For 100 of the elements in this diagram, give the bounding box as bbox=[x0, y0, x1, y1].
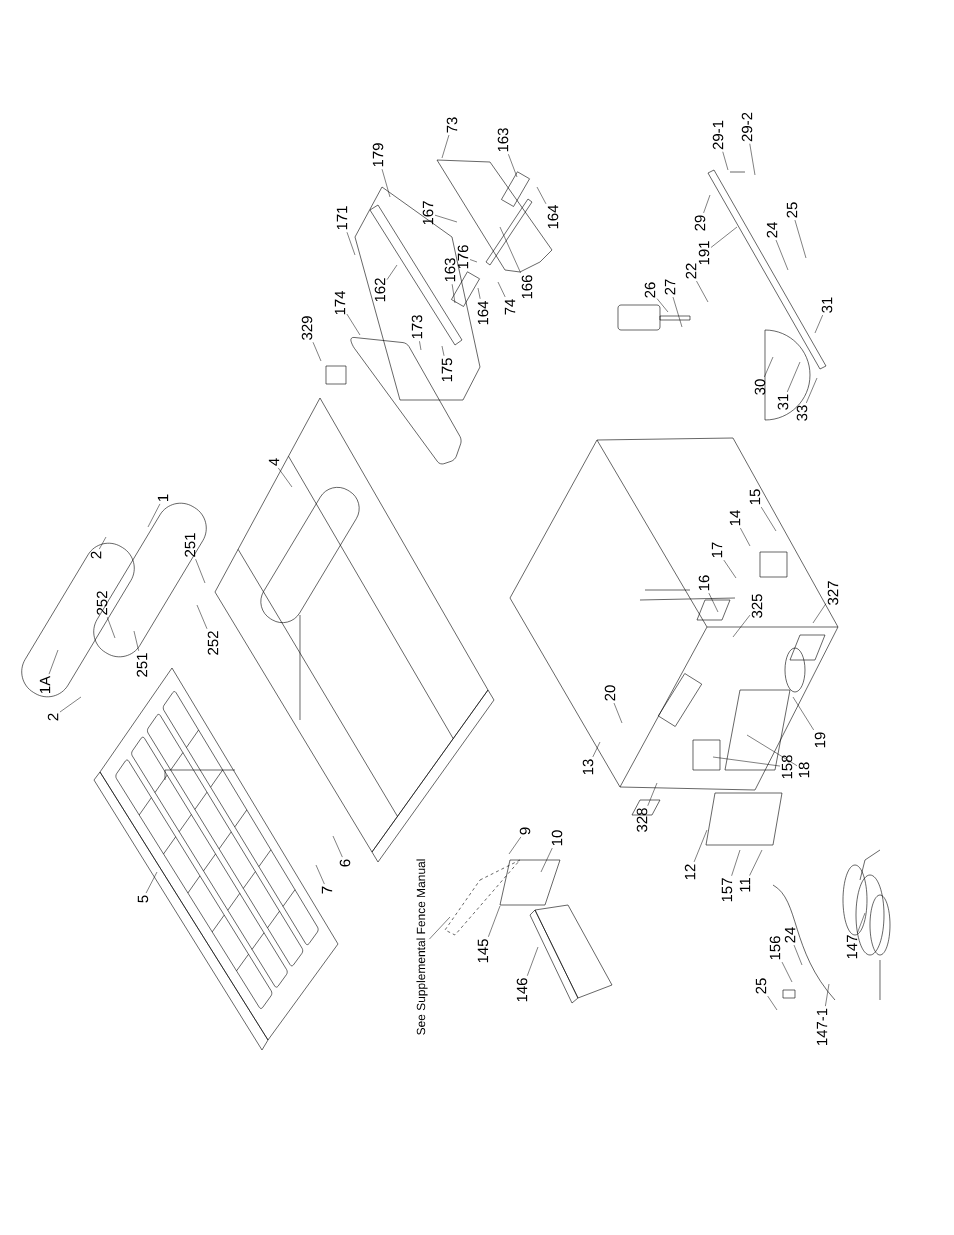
leader-line bbox=[346, 313, 361, 336]
callout-number: 325 bbox=[751, 594, 763, 618]
callout-number: 157 bbox=[721, 878, 733, 902]
callout-number: 6 bbox=[339, 859, 351, 867]
leader-line bbox=[760, 506, 777, 532]
leader-line bbox=[814, 314, 823, 334]
callout-number: 12 bbox=[684, 864, 696, 880]
leader-line bbox=[857, 912, 866, 934]
leader-line bbox=[731, 849, 741, 877]
leader-line bbox=[647, 782, 658, 807]
callout-number: 164 bbox=[547, 205, 559, 229]
leader-line bbox=[133, 630, 139, 652]
callout-number: 1A bbox=[39, 675, 51, 693]
callout-number: 2 bbox=[90, 551, 102, 559]
callout-number: 9 bbox=[519, 827, 531, 835]
callout-number: 147 bbox=[846, 935, 858, 959]
leader-line bbox=[722, 151, 729, 171]
callout-number: 191 bbox=[698, 241, 710, 265]
leader-line bbox=[48, 649, 59, 675]
leader-line bbox=[278, 467, 293, 488]
leader-line bbox=[794, 219, 807, 259]
callout-number: 25 bbox=[755, 978, 767, 994]
callout-number: 328 bbox=[636, 808, 648, 832]
callout-number: 166 bbox=[521, 275, 533, 299]
leader-line bbox=[381, 169, 391, 198]
leader-line bbox=[536, 186, 547, 205]
leader-line bbox=[195, 558, 206, 584]
callout-number: 167 bbox=[422, 201, 434, 225]
leader-line bbox=[145, 871, 158, 894]
callout-number: 158 bbox=[781, 755, 793, 779]
leader-line bbox=[312, 342, 322, 362]
callout-number: 4 bbox=[268, 458, 280, 466]
leader-line bbox=[693, 829, 708, 863]
leader-line bbox=[746, 734, 798, 766]
callout-number: 29 bbox=[694, 215, 706, 231]
leader-line bbox=[613, 702, 623, 724]
callout-number: 13 bbox=[582, 759, 594, 775]
callout-number: 163 bbox=[497, 128, 509, 152]
callout-number: 145 bbox=[477, 939, 489, 963]
leader-line bbox=[508, 154, 518, 178]
leader-line bbox=[196, 604, 208, 630]
callout-number: 31 bbox=[777, 394, 789, 410]
callout-number: 22 bbox=[685, 263, 697, 279]
callout-number: 33 bbox=[796, 405, 808, 421]
callout-number: 173 bbox=[411, 315, 423, 339]
leader-line bbox=[775, 239, 789, 271]
leader-line bbox=[708, 592, 719, 613]
callout-number: 146 bbox=[516, 978, 528, 1002]
callout-number: 5 bbox=[137, 895, 149, 903]
callout-number: 15 bbox=[749, 489, 761, 505]
callout-number: 16 bbox=[698, 575, 710, 591]
leader-line bbox=[732, 614, 751, 638]
leader-line bbox=[812, 603, 827, 624]
leader-line bbox=[434, 214, 458, 223]
callout-number: 29-1 bbox=[712, 120, 724, 150]
callout-number: 30 bbox=[754, 379, 766, 395]
leader-line bbox=[767, 995, 778, 1011]
callout-number: 24 bbox=[766, 222, 778, 238]
leader-line bbox=[806, 377, 818, 404]
callout-number: 7 bbox=[321, 886, 333, 894]
leader-line bbox=[764, 356, 774, 378]
leader-line bbox=[386, 264, 398, 280]
leader-line bbox=[792, 696, 814, 731]
callout-number: 251 bbox=[136, 653, 148, 677]
leader-line bbox=[592, 741, 601, 758]
callout-number: 27 bbox=[664, 279, 676, 295]
callout-number: 20 bbox=[604, 685, 616, 701]
callout-number: 251 bbox=[184, 533, 196, 557]
leader-line bbox=[497, 281, 506, 298]
callout-number: 175 bbox=[441, 358, 453, 382]
callout-number: 10 bbox=[551, 830, 563, 846]
leader-line bbox=[793, 944, 803, 966]
leader-line bbox=[499, 226, 521, 274]
callout-number: 31 bbox=[821, 297, 833, 313]
leader-line bbox=[99, 536, 107, 550]
callout-number: 14 bbox=[729, 510, 741, 526]
callout-number: 17 bbox=[711, 542, 723, 558]
callout-number: 252 bbox=[207, 631, 219, 655]
leader-line bbox=[488, 905, 501, 938]
leader-line bbox=[749, 849, 763, 876]
callout-number: 162 bbox=[374, 278, 386, 302]
callout-number: 18 bbox=[798, 762, 810, 778]
callout-number: 252 bbox=[96, 591, 108, 615]
note-text: See Supplemental Fence Manual bbox=[416, 859, 428, 1035]
callout-number: 11 bbox=[739, 878, 751, 892]
leader-line bbox=[723, 559, 737, 579]
leader-line bbox=[419, 341, 422, 351]
leader-line bbox=[477, 287, 481, 300]
leader-line bbox=[703, 194, 711, 214]
leader-line bbox=[787, 361, 801, 393]
leader-line bbox=[107, 617, 116, 639]
leader-line bbox=[527, 946, 539, 977]
leader-line bbox=[315, 864, 325, 885]
callout-number: 329 bbox=[301, 316, 313, 340]
leader-line bbox=[469, 259, 478, 263]
leader-line bbox=[346, 232, 356, 256]
callout-number: 24 bbox=[784, 927, 796, 943]
callout-number: 73 bbox=[446, 117, 458, 133]
callout-number: 174 bbox=[334, 291, 346, 315]
leader-line bbox=[696, 280, 709, 303]
